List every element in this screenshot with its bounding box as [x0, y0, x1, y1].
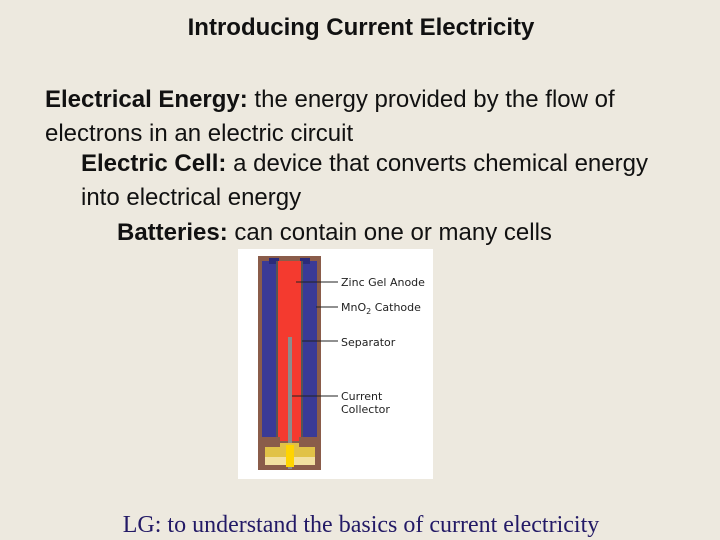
definition-text-batteries: can contain one or many cells [227, 219, 552, 246]
collector-nail [286, 445, 294, 467]
battery-cross-section: Zinc Gel Anode MnO2 Cathode Separator Cu… [258, 256, 425, 470]
label-zinc-gel-anode: Zinc Gel Anode [341, 276, 425, 289]
label-separator: Separator [341, 336, 396, 349]
term-electrical-energy: Electrical Energy: [45, 86, 248, 113]
cathode-cap-left [269, 258, 279, 264]
cathode-right [303, 261, 317, 439]
cathode-cap-right [300, 258, 310, 264]
label-collector: Collector [341, 403, 390, 416]
separator-left [276, 261, 278, 441]
learning-goal: LG: to understand the basics of current … [0, 512, 720, 539]
learning-goal-text: to understand the basics of current elec… [161, 512, 600, 538]
label-cathode-subscript: 2 [366, 307, 371, 316]
definition-text-electrical-energy: the energy provided by the flow of elect… [45, 86, 615, 147]
definition-electrical-energy: Electrical Energy: the energy provided b… [45, 83, 705, 151]
term-electric-cell: Electric Cell: [81, 150, 227, 177]
seal-flange-right [299, 437, 317, 447]
label-current: Current [341, 390, 383, 403]
definition-electric-cell: Electric Cell: a device that converts ch… [81, 147, 691, 215]
seal-flange-left [262, 437, 280, 447]
label-cathode-prefix: MnO [341, 301, 366, 314]
separator-right [301, 261, 303, 441]
cathode-left [262, 261, 276, 439]
definition-batteries: Batteries: can contain one or many cells [117, 216, 697, 250]
slide-title: Introducing Current Electricity [187, 14, 535, 41]
battery-diagram: Zinc Gel Anode MnO2 Cathode Separator Cu… [238, 249, 433, 479]
term-batteries: Batteries: [117, 219, 228, 246]
label-cathode-suffix: Cathode [371, 301, 421, 314]
learning-goal-prefix: LG: [122, 512, 162, 538]
definition-text-electric-cell: a device that converts chemical energy i… [81, 150, 648, 211]
label-cathode: MnO2 Cathode [341, 301, 421, 316]
current-collector [288, 337, 292, 469]
